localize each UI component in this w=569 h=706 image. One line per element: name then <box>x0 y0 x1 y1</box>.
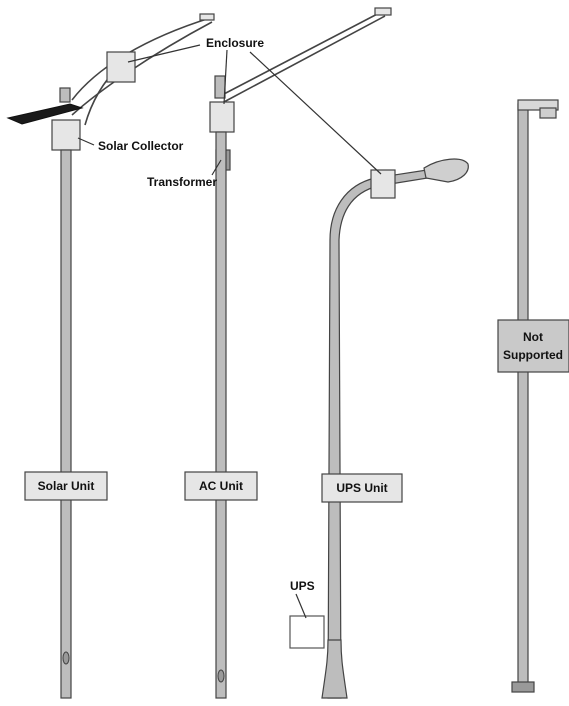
solar-pole-cap <box>59 87 71 103</box>
solar-unit-label: Solar Unit <box>38 479 95 493</box>
solar-pole-shaft <box>60 149 72 699</box>
solar-unit-box <box>24 471 108 501</box>
unsupported-pole-base <box>511 681 535 693</box>
transformer-leader <box>211 159 222 176</box>
not-supported-label-line1: Not <box>523 330 543 344</box>
ups-pole-base <box>321 639 348 699</box>
enclosure-label: Enclosure <box>206 36 264 50</box>
unsupported-pole-shaft <box>517 103 529 685</box>
solar-arm-lower <box>71 21 213 116</box>
ups-unit-label: UPS Unit <box>336 481 387 495</box>
solar-pole-handhole <box>62 651 70 665</box>
ups-enclosure <box>370 169 396 199</box>
ups-unit-box <box>321 473 403 503</box>
unsupported-pole-group: Not Supported <box>497 99 569 693</box>
callout-leaders <box>77 44 382 619</box>
transformer-label: Transformer <box>147 175 217 189</box>
ups-label: UPS <box>290 579 315 593</box>
solar-collector-leader <box>77 137 95 146</box>
ac-pole-top <box>214 75 226 99</box>
ac-unit-box <box>184 471 258 501</box>
solar-panel <box>6 103 84 125</box>
ups-lamp-head <box>423 158 469 183</box>
enclosure-leader-solar <box>127 44 201 63</box>
enclosure-leader-ac <box>223 49 228 105</box>
solar-enclosure <box>106 51 136 83</box>
ups-pole-group: UPS Unit <box>289 158 469 699</box>
unsupported-lamp-arm <box>517 99 559 111</box>
solar-collector-box <box>51 119 81 151</box>
solar-lamp-head <box>199 13 215 21</box>
unsupported-lamp-head <box>539 107 557 119</box>
ac-arm-upper <box>221 9 386 96</box>
solar-collector-label: Solar Collector <box>98 139 184 153</box>
not-supported-label-line2: Supported <box>503 348 563 362</box>
ac-pole-group: AC Unit <box>184 7 392 699</box>
ac-unit-label: AC Unit <box>199 479 243 493</box>
ac-lamp-head <box>374 7 392 16</box>
ups-leader <box>295 593 307 619</box>
ups-pole-shaft <box>327 167 441 699</box>
ups-box <box>289 615 325 649</box>
not-supported-box <box>497 319 569 373</box>
ac-arm-lower <box>221 15 386 104</box>
ac-enclosure <box>209 101 235 133</box>
enclosure-leader-ups <box>249 51 382 175</box>
ac-pole-handhole <box>217 669 225 683</box>
solar-pole-group: Solar Unit <box>6 13 215 699</box>
ac-pole-shaft <box>215 131 227 699</box>
